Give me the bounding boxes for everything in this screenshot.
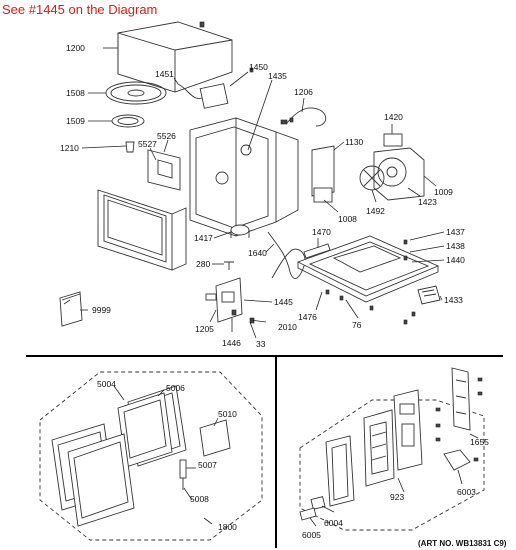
harness-1451	[177, 83, 229, 109]
label-5004: 5004	[97, 379, 116, 389]
power-cord-1206	[280, 107, 327, 127]
label-5007: 5007	[198, 460, 217, 470]
door-latch-5007	[179, 459, 187, 479]
label-1508: 1508	[66, 88, 85, 98]
control-board	[393, 389, 423, 471]
capacitor-1417	[230, 224, 250, 238]
label-76: 76	[352, 320, 362, 330]
label-1205: 1205	[195, 324, 214, 334]
door-button-6004	[310, 496, 326, 510]
label-1470: 1470	[312, 227, 331, 237]
control-frame	[325, 435, 355, 507]
label-1437: 1437	[446, 227, 465, 237]
turntable-tray-1508	[105, 81, 167, 105]
label-5006: 5006	[166, 383, 185, 393]
label-1800: 1800	[218, 522, 237, 532]
roller-ring-1509	[111, 114, 145, 128]
label-1417: 1417	[194, 233, 213, 243]
label-6003: 6003	[457, 487, 476, 497]
label-1130: 1130	[345, 137, 364, 147]
label-280: 280	[196, 259, 210, 269]
door-kit-boundary-1800	[39, 371, 263, 541]
label-5008: 5008	[190, 494, 209, 504]
waveguide-cover-5526	[147, 149, 181, 191]
latch-lever-6003	[443, 449, 471, 471]
label-1509: 1509	[66, 116, 85, 126]
label-923: 923	[390, 492, 404, 502]
panel-screws	[435, 377, 483, 462]
label-1476: 1476	[298, 312, 317, 322]
mounting-bracket-1655	[451, 367, 471, 431]
label-1640: 1640	[248, 248, 267, 258]
label-1206: 1206	[294, 87, 313, 97]
label-1423: 1423	[418, 197, 437, 207]
label-1445: 1445	[274, 297, 293, 307]
coupling-1210	[125, 141, 135, 153]
bracket-1470	[303, 243, 331, 259]
control-panel-923	[363, 409, 395, 487]
spring-6005	[299, 507, 317, 521]
leader-lines-lower-left	[113, 385, 219, 525]
cavity-assembly	[189, 117, 299, 237]
label-1433: 1433	[444, 295, 463, 305]
label-5526: 5526	[157, 131, 176, 141]
door-seal-5010	[199, 419, 231, 457]
label-1420: 1420	[384, 112, 403, 122]
label-1440: 1440	[446, 255, 465, 265]
label-9999: 9999	[92, 305, 111, 315]
leader-lines-upper	[80, 47, 445, 339]
label-1492: 1492	[366, 206, 385, 216]
art-number: (ART NO. WB13831 C9)	[418, 539, 507, 548]
label-5010: 5010	[218, 409, 237, 419]
label-1435: 1435	[268, 71, 287, 81]
label-1009: 1009	[434, 187, 453, 197]
parts-bag-9999	[59, 291, 83, 327]
label-2010: 2010	[278, 322, 297, 332]
label-1450: 1450	[249, 62, 268, 72]
outer-case-1200	[117, 21, 233, 93]
label-1655: 1655	[470, 437, 489, 447]
label-1446: 1446	[222, 338, 241, 348]
label-1451: 1451	[155, 69, 174, 79]
door-outer-panel	[67, 433, 135, 527]
label-6004: 6004	[324, 518, 343, 528]
label-1008: 1008	[338, 214, 357, 224]
leader-lines-lower-right	[309, 433, 479, 527]
label-33: 33	[256, 339, 266, 349]
label-1200: 1200	[66, 43, 85, 53]
harness-1640	[267, 231, 306, 279]
label-1438: 1438	[446, 241, 465, 251]
door-assembly	[97, 189, 187, 271]
diagram-note: See #1445 on the Diagram	[2, 2, 158, 17]
pin-280	[224, 261, 234, 270]
base-plate-76	[296, 235, 440, 303]
label-5527: 5527	[138, 139, 157, 149]
label-1210: 1210	[60, 143, 79, 153]
label-6005: 6005	[302, 530, 321, 540]
fan-motor-1420	[373, 133, 425, 201]
relay-board-1130	[311, 145, 335, 203]
switch-bracket-1445	[205, 277, 243, 323]
transformer-1433	[417, 285, 441, 305]
